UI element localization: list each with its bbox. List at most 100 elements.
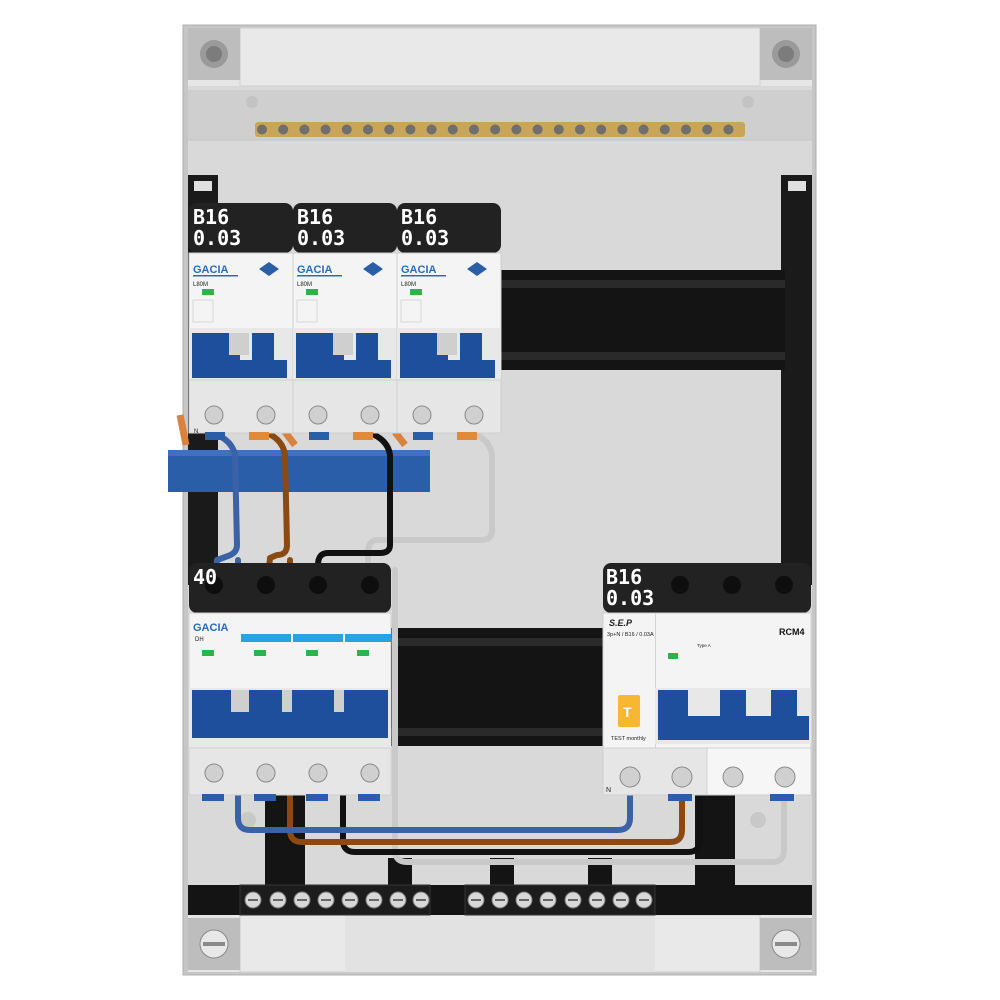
rating-current: B16 bbox=[193, 205, 229, 229]
rating-current: B16 bbox=[401, 205, 437, 229]
cap-hole bbox=[309, 576, 327, 594]
terminal-hole bbox=[617, 124, 628, 135]
rating-sensitivity: 0.03 bbox=[606, 586, 654, 610]
brand-label: S.E.P bbox=[609, 618, 633, 628]
spec-label: 3p+N / B16 / 0.03A bbox=[607, 632, 654, 638]
indicator-window bbox=[668, 653, 678, 659]
cap-hole bbox=[723, 576, 741, 594]
terminal-hole bbox=[702, 124, 713, 135]
terminal-hole bbox=[299, 124, 310, 135]
terminal-hole bbox=[257, 124, 267, 135]
rating-cap bbox=[189, 203, 293, 253]
terminal-screw-n[interactable] bbox=[308, 405, 328, 425]
terminal-screw[interactable] bbox=[256, 763, 276, 783]
cap-hole bbox=[205, 576, 223, 594]
test-button[interactable] bbox=[618, 695, 640, 727]
terminal-screw-n[interactable] bbox=[412, 405, 432, 425]
terminal-hole bbox=[278, 124, 289, 135]
earth-terminal-bar bbox=[255, 122, 745, 137]
rating-current: B16 bbox=[606, 565, 642, 589]
pole-stripe bbox=[241, 634, 291, 642]
indicator-window bbox=[202, 650, 214, 656]
neutral-mark: N bbox=[606, 787, 611, 794]
rating-current: 40 bbox=[193, 565, 217, 589]
indicator-window bbox=[410, 289, 422, 295]
cap-hole bbox=[671, 576, 689, 594]
din-rail-lower bbox=[390, 628, 610, 746]
brand-label: GACIA bbox=[401, 264, 437, 276]
rating-sensitivity: 0.03 bbox=[193, 226, 241, 250]
test-caption: TEST monthly bbox=[611, 736, 646, 742]
indicator-window bbox=[254, 650, 266, 656]
terminal-hole bbox=[426, 124, 437, 135]
terminal-hole bbox=[405, 124, 416, 135]
rating-cap bbox=[603, 563, 811, 613]
terminal-hole bbox=[723, 124, 734, 135]
rating-cap bbox=[189, 563, 391, 613]
comb-busbar bbox=[168, 414, 430, 492]
model-label: L80M bbox=[401, 282, 416, 288]
terminal-hole bbox=[659, 124, 670, 135]
brand-logo-icon bbox=[467, 262, 487, 276]
terminal-screw[interactable] bbox=[360, 763, 380, 783]
terminal-screw[interactable] bbox=[619, 766, 641, 788]
terminal-screw[interactable] bbox=[308, 763, 328, 783]
terminal-screw-l[interactable] bbox=[360, 405, 380, 425]
neutral-mark: N bbox=[194, 429, 198, 435]
terminal-hole bbox=[341, 124, 352, 135]
wiring bbox=[210, 430, 787, 865]
model-label: L80M bbox=[193, 282, 208, 288]
pole-stripe bbox=[345, 634, 391, 642]
terminal-screw[interactable] bbox=[774, 766, 796, 788]
terminal-screw[interactable] bbox=[722, 766, 744, 788]
cap-hole bbox=[257, 576, 275, 594]
brand-logo-icon bbox=[363, 262, 383, 276]
type-label: Type A bbox=[697, 643, 711, 648]
terminal-screw-l[interactable] bbox=[256, 405, 276, 425]
terminal-hole bbox=[596, 124, 607, 135]
terminal-hole bbox=[638, 124, 649, 135]
terminal-screw[interactable] bbox=[671, 766, 693, 788]
bottom-terminal-rail bbox=[188, 790, 812, 916]
terminal-hole bbox=[363, 124, 373, 135]
terminal-hole bbox=[511, 124, 522, 135]
indicator-window bbox=[306, 650, 318, 656]
terminal-hole bbox=[469, 124, 479, 135]
indicator-window bbox=[306, 289, 318, 295]
indicator-window bbox=[357, 650, 369, 656]
terminal-hole bbox=[553, 124, 564, 135]
terminal-screw-n[interactable] bbox=[204, 405, 224, 425]
wire-brown bbox=[264, 430, 685, 845]
cap-hole bbox=[775, 576, 793, 594]
model-label: L80M bbox=[297, 282, 312, 288]
rating-sensitivity: 0.03 bbox=[297, 226, 345, 250]
model-label: DH bbox=[195, 637, 204, 643]
rating-current: B16 bbox=[297, 205, 333, 229]
indicator-window bbox=[202, 289, 214, 295]
pole-stripe bbox=[293, 634, 343, 642]
brand-label: GACIA bbox=[193, 264, 229, 276]
terminal-hole bbox=[384, 124, 395, 135]
test-button-label: T bbox=[623, 704, 632, 720]
brand-label: GACIA bbox=[297, 264, 333, 276]
terminal-hole bbox=[447, 124, 458, 135]
terminal-hole bbox=[320, 124, 331, 135]
brand-logo-icon bbox=[259, 262, 279, 276]
terminal-screw-l[interactable] bbox=[464, 405, 484, 425]
terminal-hole bbox=[681, 124, 691, 135]
model-label: RCM4 bbox=[779, 627, 805, 637]
terminal-hole bbox=[532, 124, 543, 135]
terminal-hole bbox=[575, 124, 585, 135]
rating-cap bbox=[293, 203, 397, 253]
terminal-hole bbox=[490, 124, 501, 135]
rating-sensitivity: 0.03 bbox=[401, 226, 449, 250]
rating-cap bbox=[397, 203, 501, 253]
brand-label: GACIA bbox=[193, 622, 229, 634]
terminal-screw[interactable] bbox=[204, 763, 224, 783]
